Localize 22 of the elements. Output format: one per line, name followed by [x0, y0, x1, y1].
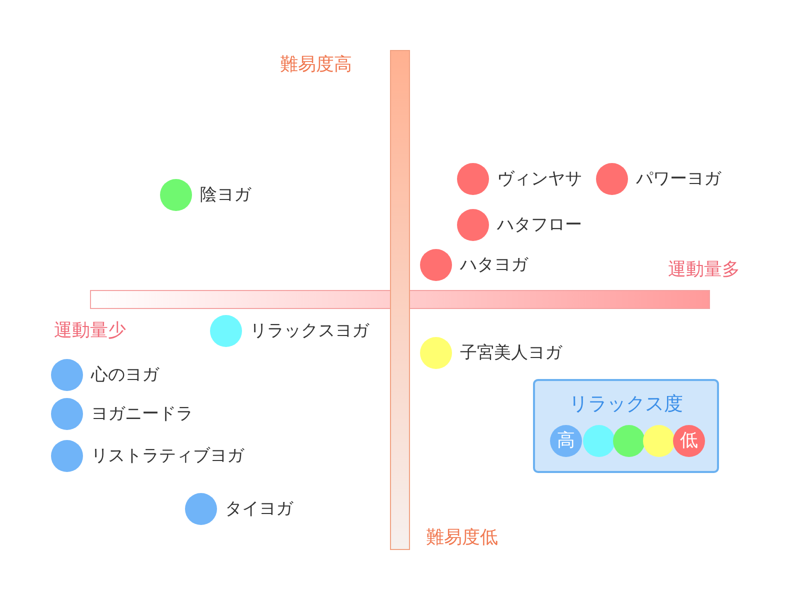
axis-label: 運動量多 — [668, 258, 740, 281]
yoga-type-label: リラックスヨガ — [250, 320, 369, 342]
relax-level-dot — [643, 425, 675, 457]
relax-level-dot: 低 — [673, 425, 705, 457]
yoga-type-label: ヨガニードラ — [91, 403, 193, 425]
legend-panel — [533, 379, 719, 473]
yoga-type-label: リストラティブヨガ — [91, 445, 244, 467]
legend-title: リラックス度 — [569, 392, 683, 417]
yoga-type-label: ハタフロー — [497, 214, 582, 236]
relax-level-dot: 高 — [550, 425, 582, 457]
axis-label: 運動量少 — [54, 319, 126, 342]
relax-level-dot — [613, 425, 645, 457]
yoga-type-label: ヴィンヤサ — [497, 168, 582, 190]
yoga-type-label: 陰ヨガ — [200, 184, 251, 206]
axis-label: 難易度高 — [280, 53, 352, 76]
yoga-type-label: ハタヨガ — [460, 254, 528, 276]
yoga-type-label: タイヨガ — [225, 498, 293, 520]
yoga-type-label: 心のヨガ — [91, 364, 159, 386]
yoga-type-label: 子宮美人ヨガ — [460, 342, 562, 364]
yoga-type-label: パワーヨガ — [636, 168, 721, 190]
relax-level-dot — [583, 425, 615, 457]
axis-label: 難易度低 — [426, 526, 498, 549]
